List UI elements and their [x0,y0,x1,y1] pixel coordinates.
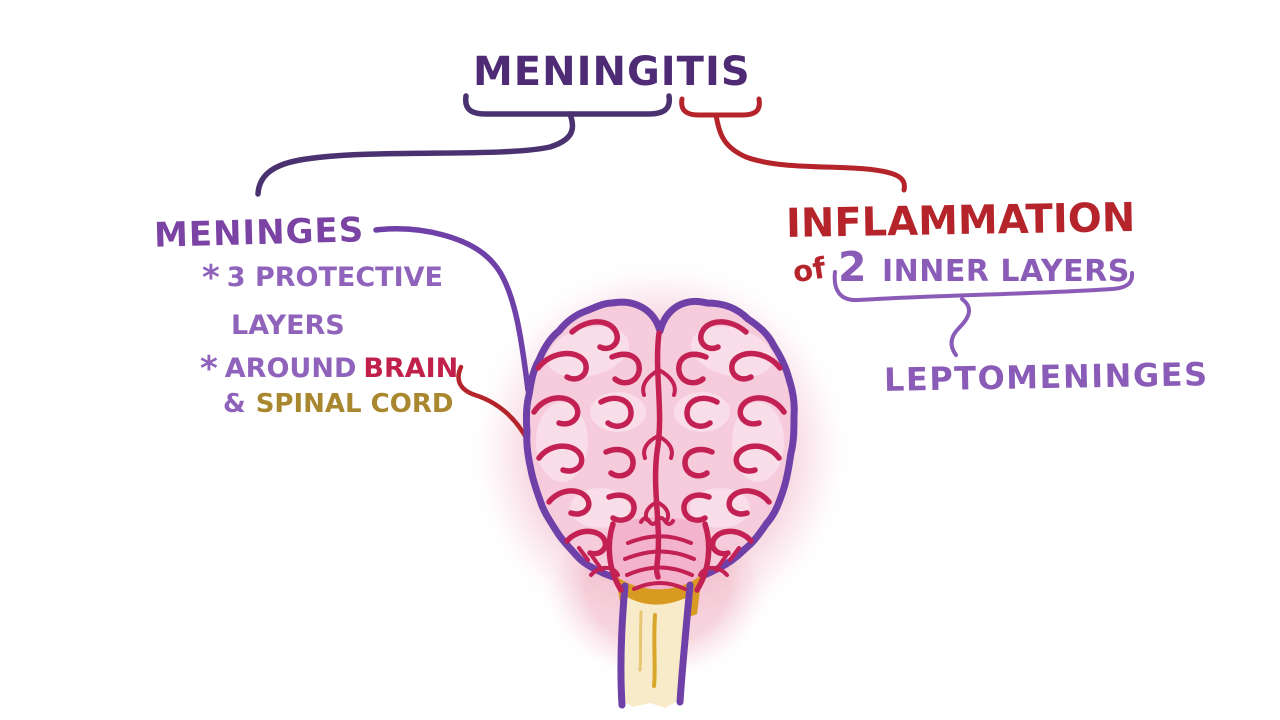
bullet-spinal-cord-line: & SPINAL CORD [223,391,453,417]
inner-layers-underline [832,270,1135,303]
title-bracket-right [679,96,762,118]
bullet-protective-layers: * 3 PROTECTIVE [202,258,443,298]
connector-title-to-inflammation [713,112,907,193]
bullet-text: 3 PROTECTIVE [226,262,443,293]
two-number: 2 [838,243,867,291]
connector-title-to-meninges [255,111,576,197]
page-title: MENINGITIS [473,49,751,95]
bullet-around-brain: * AROUND BRAIN [200,349,459,389]
spinal-cord-word: SPINAL CORD [255,389,454,419]
asterisk-icon: * [200,349,218,389]
brain-gyri [531,319,787,593]
asterisk-icon: * [202,258,220,298]
underline-squiggle [949,297,971,357]
ampersand: & [223,389,246,419]
inner-layers-label: INNER LAYERS [882,254,1130,289]
of-label: of [790,250,828,290]
title-bracket-left [462,93,673,117]
inflammation-heading: INFLAMMATION [785,194,1136,248]
connector-brain-label-to-brain [456,364,531,444]
brain-word: BRAIN [363,353,459,384]
leptomeninges-label: LEPTOMENINGES [883,355,1209,399]
bullet-text: AROUND [224,353,357,384]
connector-meninges-to-brain [373,226,531,393]
meninges-heading: MENINGES [153,210,365,256]
bullet-protective-layers-line2: LAYERS [231,310,345,341]
